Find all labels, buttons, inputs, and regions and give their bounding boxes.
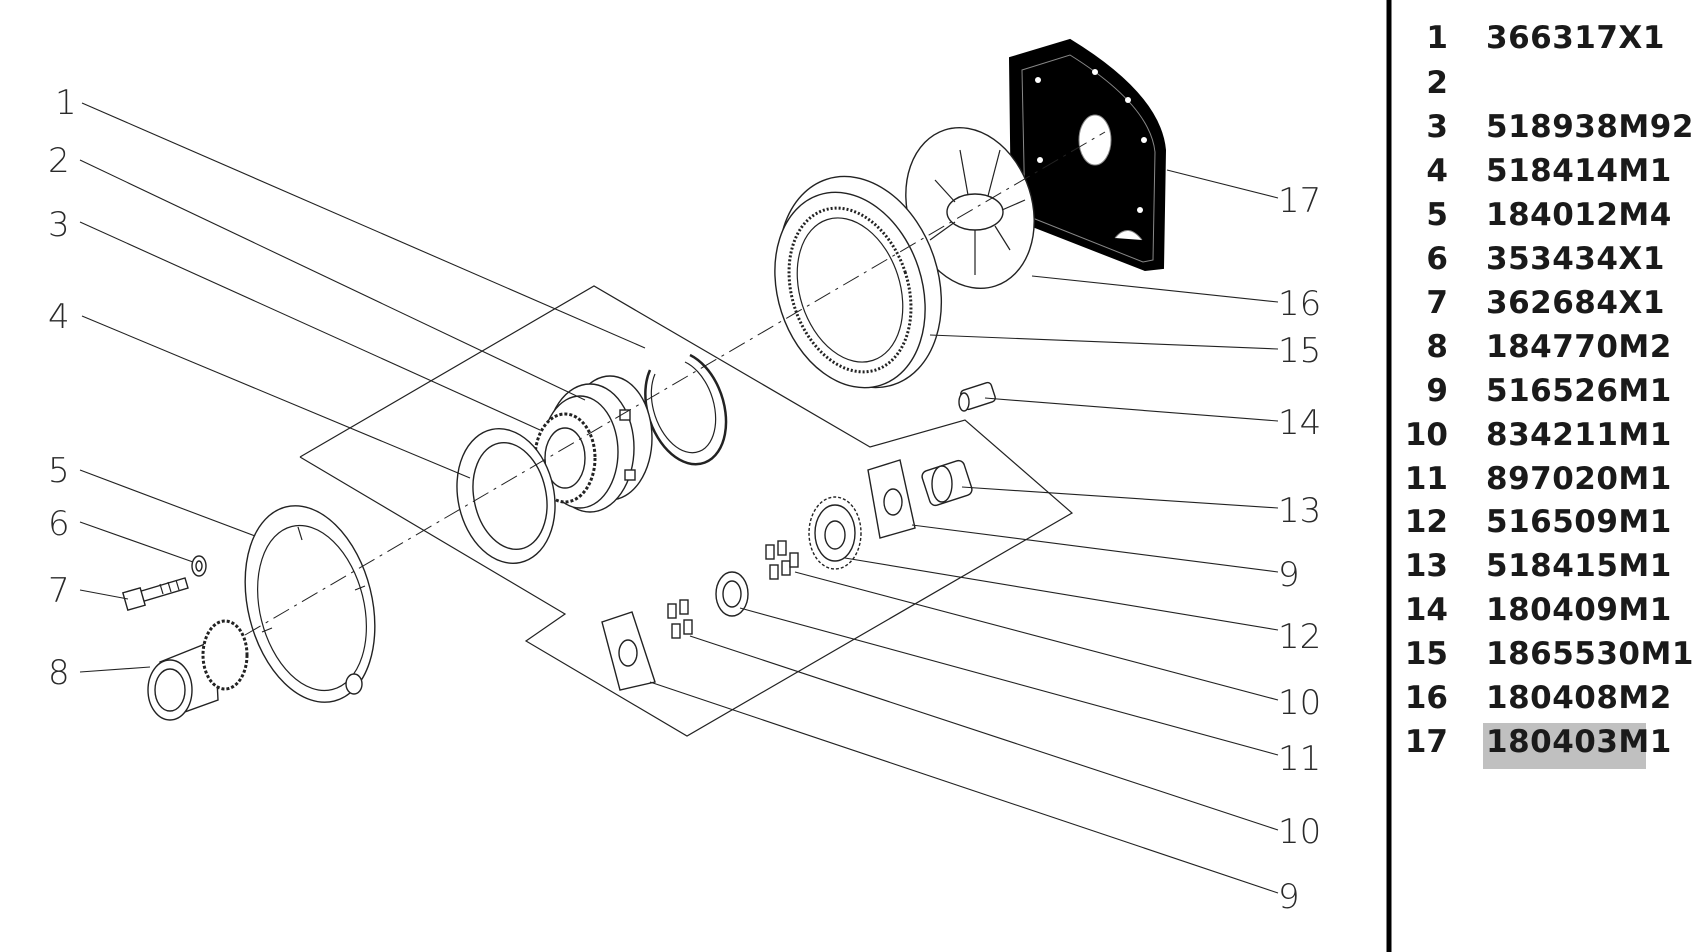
callout-10-lower: 10 bbox=[1278, 812, 1321, 852]
parts-list-item-number: 16 bbox=[1405, 680, 1448, 716]
parts-list-item-number: 3 bbox=[1426, 109, 1448, 145]
parts-list-part-number: 180403M1 bbox=[1486, 724, 1672, 760]
parts-list-part-number: 184770M2 bbox=[1486, 329, 1672, 365]
parts-list-part-number: 518938M92 bbox=[1486, 109, 1694, 145]
callout-6: 6 bbox=[48, 504, 70, 544]
parts-list-part-number: 1865530M1 bbox=[1486, 636, 1694, 672]
callout-3: 3 bbox=[48, 205, 70, 245]
part-8-splined-hub[interactable] bbox=[147, 619, 249, 721]
parts-list-item-number: 10 bbox=[1405, 417, 1448, 453]
leader-lines bbox=[79, 102, 1279, 894]
parts-list-row[interactable]: 1 366317X1 bbox=[1426, 20, 1664, 56]
part-5-plate[interactable] bbox=[226, 492, 395, 716]
parts-list-item-number: 7 bbox=[1426, 285, 1448, 321]
parts-list-part-number: 362684X1 bbox=[1486, 285, 1665, 321]
assembly-frame-lines bbox=[299, 285, 1074, 737]
callout-9-lower: 9 bbox=[1278, 877, 1300, 917]
callout-13: 13 bbox=[1278, 491, 1321, 531]
part-17-cover-plate[interactable] bbox=[1008, 38, 1167, 272]
parts-list-part-number: 366317X1 bbox=[1486, 20, 1665, 56]
parts-list-row[interactable]: 15 1865530M1 bbox=[1405, 636, 1694, 672]
callout-14: 14 bbox=[1278, 403, 1321, 443]
part-14-pin[interactable] bbox=[958, 381, 996, 412]
centerline bbox=[244, 131, 1106, 636]
parts-list-item-number: 13 bbox=[1405, 548, 1448, 584]
part-13-bushing[interactable] bbox=[921, 459, 974, 507]
callout-4: 4 bbox=[48, 297, 70, 337]
parts-list-item-number: 11 bbox=[1405, 461, 1448, 497]
parts-list-item-number: 17 bbox=[1405, 724, 1448, 760]
part-10-needle-rollers-upper[interactable] bbox=[765, 540, 799, 580]
callout-16: 16 bbox=[1278, 284, 1321, 324]
parts-list-item-number: 15 bbox=[1405, 636, 1448, 672]
parts-list-row[interactable]: 6 353434X1 bbox=[1426, 241, 1664, 277]
parts-list-row[interactable]: 5 184012M4 bbox=[1426, 197, 1671, 233]
callout-7: 7 bbox=[48, 571, 70, 611]
parts-list: 1 366317X1 2 3 518938M92 4 518414M1 5 184012M4 6 3… bbox=[1405, 20, 1694, 769]
parts-list-row[interactable]: 10 834211M1 bbox=[1405, 417, 1672, 453]
callout-1: 1 bbox=[55, 83, 77, 123]
parts-list-item-number: 8 bbox=[1426, 329, 1448, 365]
parts-list-item-number: 5 bbox=[1426, 197, 1448, 233]
callout-17: 17 bbox=[1278, 181, 1321, 221]
part-9-carrier-segment-lower[interactable] bbox=[601, 611, 656, 691]
parts-list-item-number: 14 bbox=[1405, 592, 1448, 628]
parts-list-part-number: 518415M1 bbox=[1486, 548, 1672, 584]
parts-list-row[interactable]: 13 518415M1 bbox=[1405, 548, 1672, 584]
callout-labels: 1 2 3 4 5 6 7 8 9 10 11 12 13 14 15 16 1… bbox=[48, 83, 1321, 917]
parts-list-row[interactable]: 14 180409M1 bbox=[1405, 592, 1672, 628]
parts-list-row[interactable]: 12 516509M1 bbox=[1405, 504, 1672, 540]
parts-list-row[interactable]: 9 516526M1 bbox=[1426, 373, 1671, 409]
parts-list-row[interactable]: 7 362684X1 bbox=[1426, 285, 1664, 321]
part-15-ring-gear[interactable] bbox=[751, 155, 968, 409]
parts-list-part-number: 516509M1 bbox=[1486, 504, 1672, 540]
parts-list-part-number: 184012M4 bbox=[1486, 197, 1672, 233]
parts-list-part-number: 834211M1 bbox=[1486, 417, 1672, 453]
parts-list-part-number: 516526M1 bbox=[1486, 373, 1672, 409]
callout-8: 8 bbox=[48, 653, 70, 693]
parts-list-item-number: 12 bbox=[1405, 504, 1448, 540]
part-1-snap-ring[interactable] bbox=[644, 353, 728, 466]
parts-list-row[interactable]: 3 518938M92 bbox=[1426, 109, 1694, 145]
parts-list-row[interactable]: 2 bbox=[1426, 65, 1448, 101]
parts-list-row[interactable]: 8 184770M2 bbox=[1426, 329, 1671, 365]
parts-list-item-number: 2 bbox=[1426, 65, 1448, 101]
parts-list-part-number: 180409M1 bbox=[1486, 592, 1672, 628]
parts-list-row[interactable]: 4 518414M1 bbox=[1426, 153, 1671, 189]
parts-list-row[interactable]: 17 180403M1 bbox=[1405, 724, 1672, 760]
part-11-thrust-washer[interactable] bbox=[715, 571, 749, 617]
callout-11: 11 bbox=[1278, 739, 1321, 779]
part-9-carrier-segment-upper[interactable] bbox=[867, 459, 916, 539]
callout-12: 12 bbox=[1278, 617, 1321, 657]
parts-list-row[interactable]: 11 897020M1 bbox=[1405, 461, 1672, 497]
parts-list-item-number: 1 bbox=[1426, 20, 1448, 56]
part-7-bolt[interactable] bbox=[122, 577, 189, 611]
parts-list-part-number: 353434X1 bbox=[1486, 241, 1665, 277]
callout-2: 2 bbox=[48, 141, 70, 181]
part-4-washer[interactable] bbox=[445, 420, 567, 573]
callout-9-upper: 9 bbox=[1278, 555, 1300, 595]
part-16-ribbed-disc[interactable] bbox=[886, 111, 1055, 305]
parts-list-item-number: 4 bbox=[1426, 153, 1448, 189]
callout-10-upper: 10 bbox=[1278, 683, 1321, 723]
callout-5: 5 bbox=[48, 451, 70, 491]
parts-list-row[interactable]: 16 180408M2 bbox=[1405, 680, 1672, 716]
selected-row-highlight bbox=[1483, 723, 1646, 769]
parts-list-item-number: 9 bbox=[1426, 373, 1448, 409]
parts-list-part-number: 897020M1 bbox=[1486, 461, 1672, 497]
callout-15: 15 bbox=[1278, 331, 1321, 371]
parts-list-part-number: 180408M2 bbox=[1486, 680, 1672, 716]
parts-list-item-number: 6 bbox=[1426, 241, 1448, 277]
part-6-lock-washer[interactable] bbox=[191, 555, 207, 577]
part-12-planet-gear[interactable] bbox=[808, 496, 862, 570]
parts-list-part-number: 518414M1 bbox=[1486, 153, 1672, 189]
part-10-needle-rollers-lower[interactable] bbox=[667, 599, 693, 639]
